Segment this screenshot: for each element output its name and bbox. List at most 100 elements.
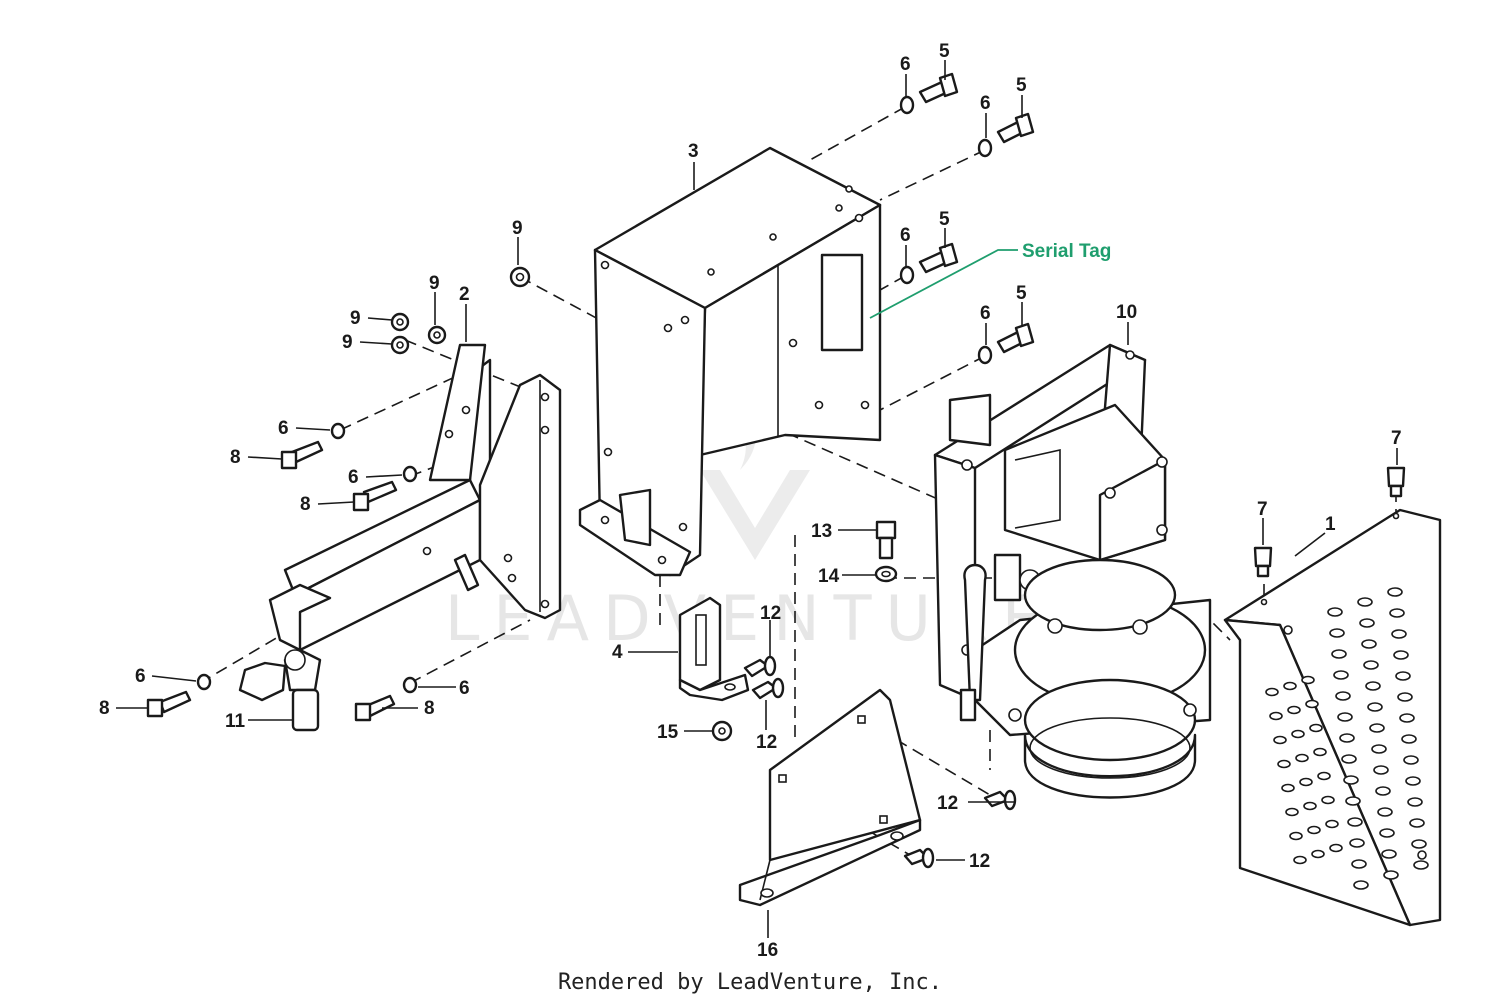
shield-slot <box>1369 723 1385 733</box>
shield-slot <box>1299 777 1313 787</box>
callout-12a: 12 <box>760 603 781 624</box>
shield-slot <box>1329 628 1345 638</box>
callout-6d: 6 <box>980 303 991 324</box>
callout-6b: 6 <box>980 93 991 114</box>
callout-12d: 12 <box>969 851 990 872</box>
shield-slot <box>1381 849 1397 859</box>
shield-slot <box>1321 795 1335 805</box>
callout-2: 2 <box>459 284 470 305</box>
callout-13: 13 <box>811 521 832 542</box>
callout-6f: 6 <box>348 467 359 488</box>
serial-tag-label: Serial Tag <box>1022 241 1111 262</box>
callout-5b: 5 <box>1016 75 1027 96</box>
callout-7a: 7 <box>1257 499 1268 520</box>
callout-8d: 8 <box>424 698 435 719</box>
callout-6a: 6 <box>900 54 911 75</box>
shield-slot <box>1283 681 1297 691</box>
part-16-lower-bracket <box>738 688 922 907</box>
callout-5c: 5 <box>939 209 950 230</box>
part-3-housing <box>578 146 882 577</box>
shield-slot <box>1373 765 1389 775</box>
shield-slot <box>1363 660 1379 670</box>
shield-slot <box>1307 825 1321 835</box>
shield-slot <box>1349 838 1365 848</box>
callout-9c: 9 <box>350 308 361 329</box>
shield-slot <box>1383 870 1399 880</box>
callout-16: 16 <box>757 940 778 961</box>
callout-10: 10 <box>1116 302 1137 323</box>
shield-slot <box>1379 828 1395 838</box>
callout-12c: 12 <box>937 793 958 814</box>
shield-slot <box>1333 670 1349 680</box>
shield-slot <box>1405 776 1421 786</box>
shield-slot <box>1343 775 1359 785</box>
shield-slot <box>1313 747 1327 757</box>
shield-slot <box>1411 839 1427 849</box>
callout-6h: 6 <box>459 678 470 699</box>
shield-slot <box>1407 797 1423 807</box>
callout-14: 14 <box>818 566 840 587</box>
callout-6e: 6 <box>278 418 289 439</box>
shield-slot <box>1311 849 1325 859</box>
shield-slot <box>1377 807 1393 817</box>
callout-11: 11 <box>225 711 246 732</box>
shield-slot <box>1285 807 1299 817</box>
shield-slot <box>1361 639 1377 649</box>
callout-8a: 8 <box>230 447 241 468</box>
shield-slot <box>1341 754 1357 764</box>
shield-slot <box>1331 649 1347 659</box>
shield-slot <box>1357 597 1373 607</box>
part-11-connector <box>238 648 322 732</box>
shield-slot <box>1393 650 1409 660</box>
shield-slot <box>1413 860 1429 870</box>
shield-slot <box>1327 607 1343 617</box>
shield-slot <box>1335 691 1351 701</box>
shield-slot <box>1339 733 1355 743</box>
part-2-frame-mount <box>268 343 562 652</box>
shield-slot <box>1277 759 1291 769</box>
shield-slots <box>1265 587 1429 890</box>
shield-slot <box>1395 671 1411 681</box>
part-1-shield <box>1223 508 1442 927</box>
callout-5d: 5 <box>1016 283 1027 304</box>
shield-slot <box>1347 817 1363 827</box>
shield-slot <box>1295 753 1309 763</box>
shield-slot <box>1387 587 1403 597</box>
callout-6g: 6 <box>135 666 146 687</box>
shield-slot <box>1301 675 1315 685</box>
shield-slot <box>1269 711 1283 721</box>
shield-slot <box>1345 796 1361 806</box>
shield-slot <box>1403 755 1419 765</box>
shield-slot <box>1289 831 1303 841</box>
shield-slot <box>1317 771 1331 781</box>
shield-slot <box>1337 712 1353 722</box>
callout-9a: 9 <box>512 218 523 239</box>
callout-8c: 8 <box>99 698 110 719</box>
shield-slot <box>1365 681 1381 691</box>
shield-slot <box>1351 859 1367 869</box>
callout-12b: 12 <box>756 732 777 753</box>
shield-slot <box>1293 855 1307 865</box>
shield-slot <box>1389 608 1405 618</box>
callout-15: 15 <box>657 722 679 743</box>
callout-9d: 9 <box>342 332 353 353</box>
shield-slot <box>1305 699 1319 709</box>
shield-slot <box>1273 735 1287 745</box>
shield-slot <box>1353 880 1369 890</box>
callout-3: 3 <box>688 141 699 162</box>
callout-numbers: 1 2 3 4 5 5 5 5 6 6 6 6 6 6 6 6 7 7 8 8 … <box>99 41 1402 961</box>
shield-slot <box>1371 744 1387 754</box>
callout-4: 4 <box>612 642 623 663</box>
shield-slot <box>1409 818 1425 828</box>
shield-slot <box>1281 783 1295 793</box>
shield-slot <box>1303 801 1317 811</box>
shield-slot <box>1391 629 1407 639</box>
shield-slot <box>1359 618 1375 628</box>
shield-slot <box>1309 723 1323 733</box>
shield-slot <box>1287 705 1301 715</box>
shield-slot <box>1375 786 1391 796</box>
footer-credit: Rendered by LeadVenture, Inc. <box>557 970 943 995</box>
callout-1: 1 <box>1325 514 1336 535</box>
callout-7b: 7 <box>1391 428 1402 449</box>
